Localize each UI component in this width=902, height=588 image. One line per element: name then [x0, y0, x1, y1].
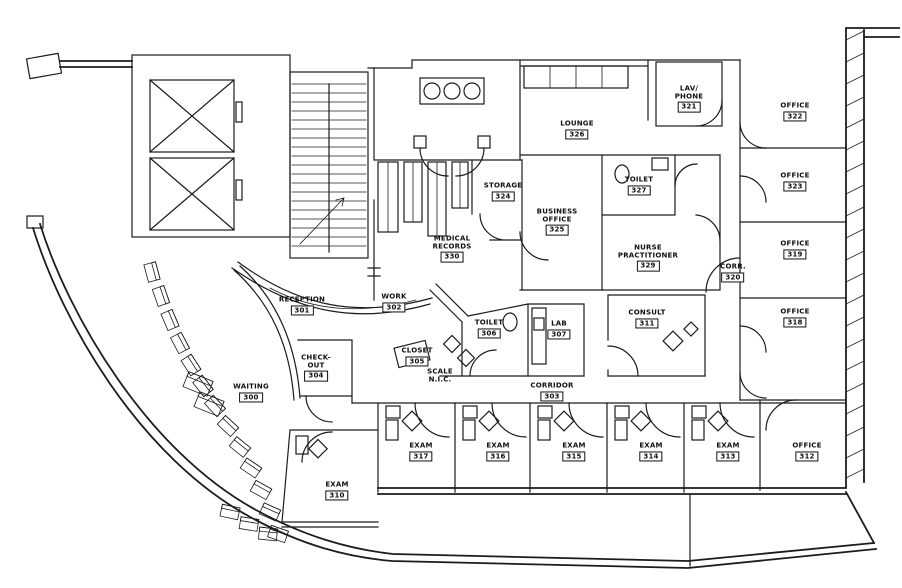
office-column-walls — [739, 59, 847, 401]
exam-row — [351, 399, 847, 567]
exam-a-room — [281, 429, 379, 528]
stairwell — [289, 71, 369, 259]
records-area — [374, 159, 603, 291]
room-label-corr: CORR.320 — [720, 262, 746, 283]
exterior-walls — [31, 27, 900, 569]
clinical-core — [439, 294, 706, 377]
checkout-area — [297, 334, 476, 423]
lounge-wing-walls — [519, 59, 741, 293]
waiting-chairs — [143, 261, 289, 544]
elevator-core — [131, 54, 291, 238]
vestibule — [367, 59, 521, 301]
wall-cap — [26, 215, 44, 229]
exterior-wall-hatching — [845, 30, 865, 479]
pilaster — [25, 52, 63, 80]
